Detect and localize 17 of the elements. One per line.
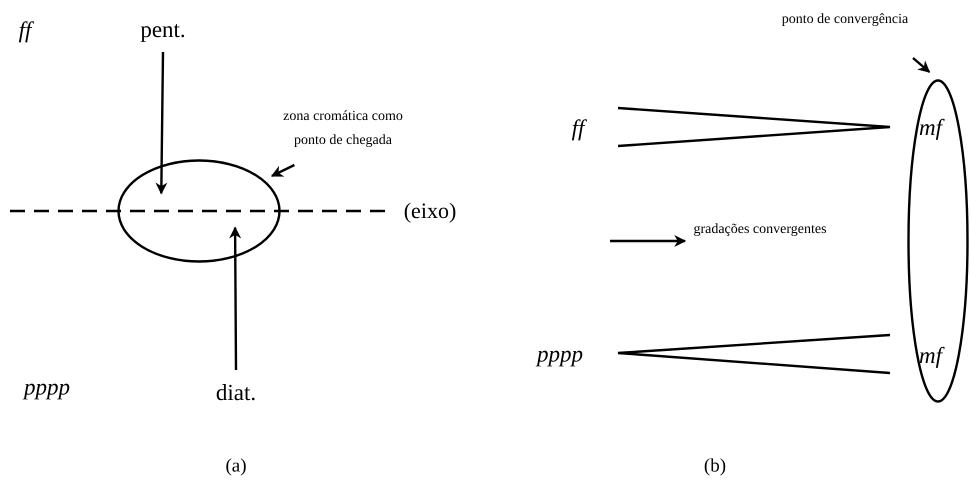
axis-label: (eixo)	[404, 200, 456, 222]
callout-text: ponto de convergência	[780, 11, 910, 29]
callout-text: zona cromática como ponto de chegada	[282, 108, 404, 150]
dynamic-mark: pppp	[537, 342, 583, 366]
dynamic-mark: ff	[572, 116, 584, 140]
arrow	[610, 235, 686, 247]
leader-arrow	[912, 57, 930, 73]
node-label: pent.	[139, 16, 187, 44]
dynamic-mark: ff	[18, 18, 32, 42]
panel-label: (b)	[704, 456, 726, 476]
dynamic-mark: pppp	[24, 376, 70, 398]
node-label: diat.	[214, 379, 258, 407]
panel-label: (a)	[225, 456, 247, 476]
arrow	[155, 52, 168, 195]
callout-text: gradações convergentes	[692, 221, 828, 239]
leader-arrow	[270, 164, 295, 178]
arrow	[229, 226, 242, 370]
